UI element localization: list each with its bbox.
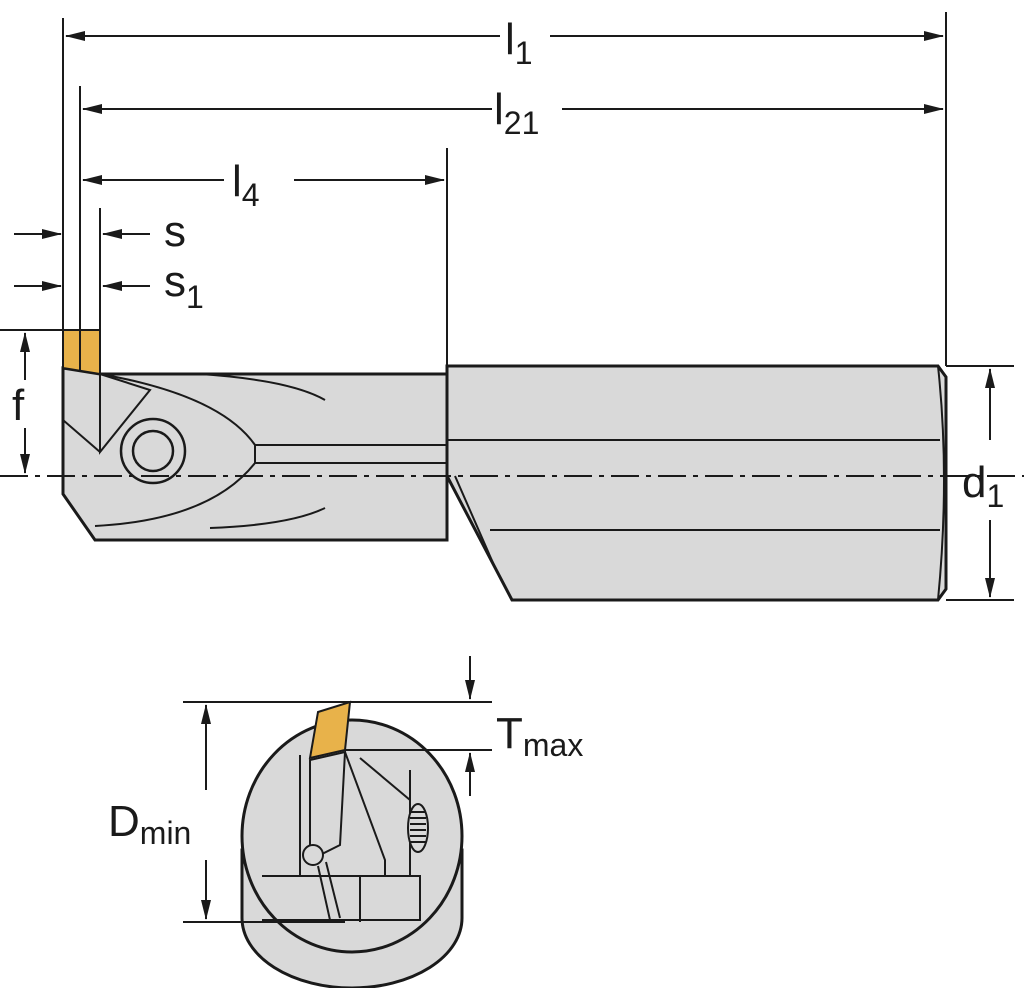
dimension-s1: s1 xyxy=(14,257,204,315)
svg-text:f: f xyxy=(12,381,25,430)
end-insert xyxy=(308,700,352,760)
svg-text:l21: l21 xyxy=(494,85,539,141)
threaded-hole xyxy=(407,803,429,853)
svg-text:l1: l1 xyxy=(505,15,533,71)
cutting-insert xyxy=(62,329,101,376)
cylinder-face xyxy=(240,718,464,954)
dimension-d1: d1 xyxy=(962,368,1004,598)
shank xyxy=(445,364,948,602)
svg-text:l4: l4 xyxy=(232,157,260,213)
svg-text:Tmax: Tmax xyxy=(496,709,583,763)
svg-text:Dmin: Dmin xyxy=(108,797,191,851)
svg-text:s: s xyxy=(164,207,186,256)
dimension-l4: l4 xyxy=(82,157,445,213)
dimension-dmin: Dmin xyxy=(108,704,211,920)
side-view: l1 l21 l4 s s1 f xyxy=(0,12,1024,602)
dimension-l1: l1 xyxy=(65,15,944,71)
dimension-tmax: Tmax xyxy=(465,656,583,796)
end-view: Tmax Dmin xyxy=(108,656,583,988)
dimension-s: s xyxy=(14,207,186,256)
dimension-l21: l21 xyxy=(82,85,944,141)
svg-text:s1: s1 xyxy=(164,257,204,315)
dimension-f: f xyxy=(12,332,30,474)
svg-text:d1: d1 xyxy=(962,458,1004,514)
clamp-screw xyxy=(119,417,187,485)
